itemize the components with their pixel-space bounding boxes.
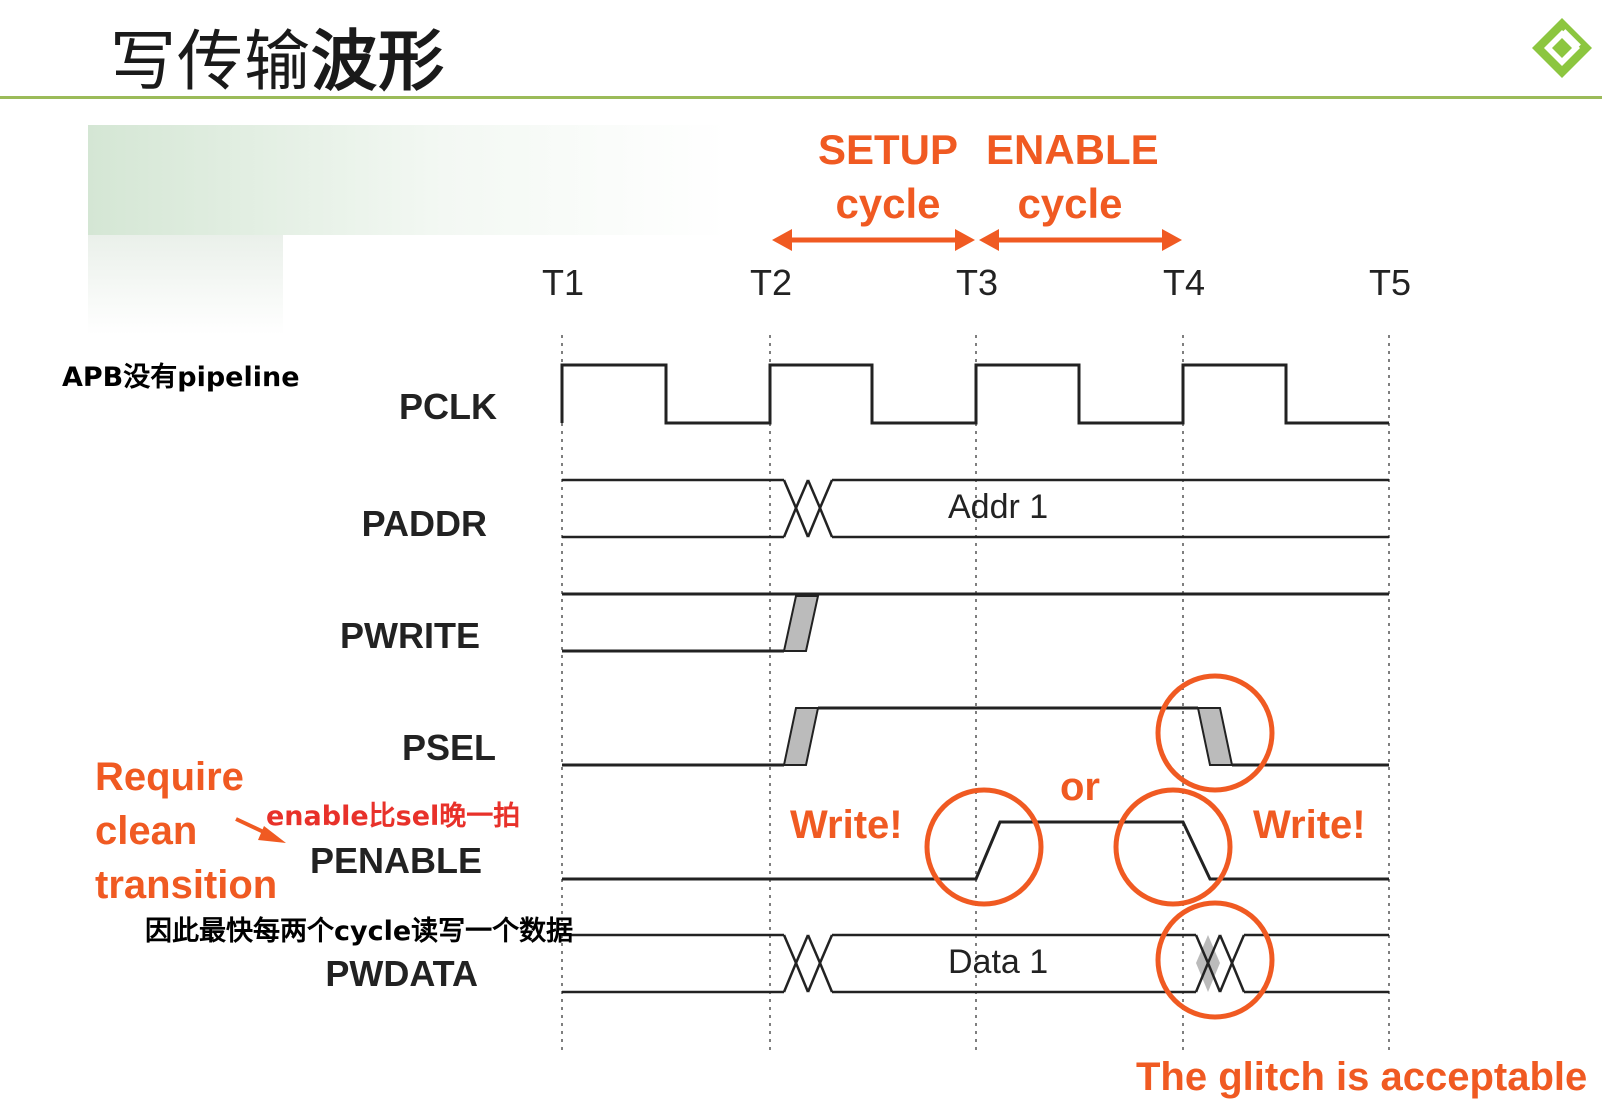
paddr-value: Addr 1 xyxy=(948,488,1049,526)
or-label: or xyxy=(1060,765,1100,809)
penable-waveform xyxy=(562,820,1389,881)
phase-arrows xyxy=(772,229,1182,251)
signal-label-pwrite: PWRITE xyxy=(340,615,480,656)
signal-label-penable: PENABLE xyxy=(309,840,482,881)
no-pipeline-note: APB没有pipeline xyxy=(62,362,300,393)
tick-t4: T4 xyxy=(1163,262,1206,303)
tick-t1: T1 xyxy=(542,262,585,303)
tick-t5: T5 xyxy=(1369,262,1412,303)
psel-waveform xyxy=(562,706,1389,767)
page-title: 写传输波形 xyxy=(110,23,445,100)
signal-label-pwdata: PWDATA xyxy=(325,953,478,994)
background-decoration-lower xyxy=(88,235,283,335)
require-arrow xyxy=(235,817,286,843)
background-decoration xyxy=(88,125,728,235)
write-right-label: Write! xyxy=(1253,803,1366,847)
write-left-label: Write! xyxy=(790,803,903,847)
signal-label-psel: PSEL xyxy=(401,727,496,768)
throughput-note: 因此最快每两个cycle读写一个数据 xyxy=(145,916,574,947)
signal-label-pclk: PCLK xyxy=(399,386,497,427)
tick-t2: T2 xyxy=(750,262,793,303)
glitch-acceptable-label: The glitch is acceptable xyxy=(1136,1055,1588,1099)
paddr-waveform xyxy=(562,478,1389,539)
pwdata-value: Data 1 xyxy=(948,943,1049,981)
header-divider xyxy=(0,96,1602,99)
highlight-circles xyxy=(924,673,1275,1020)
signal-label-paddr: PADDR xyxy=(361,503,487,544)
pwrite-waveform xyxy=(562,592,1389,653)
company-logo-icon xyxy=(1532,18,1592,78)
pclk-waveform xyxy=(560,363,1389,425)
enable-late-note: enable比sel晚一拍 xyxy=(266,801,521,832)
tick-t3: T3 xyxy=(956,262,999,303)
pwdata-waveform xyxy=(562,933,1389,994)
